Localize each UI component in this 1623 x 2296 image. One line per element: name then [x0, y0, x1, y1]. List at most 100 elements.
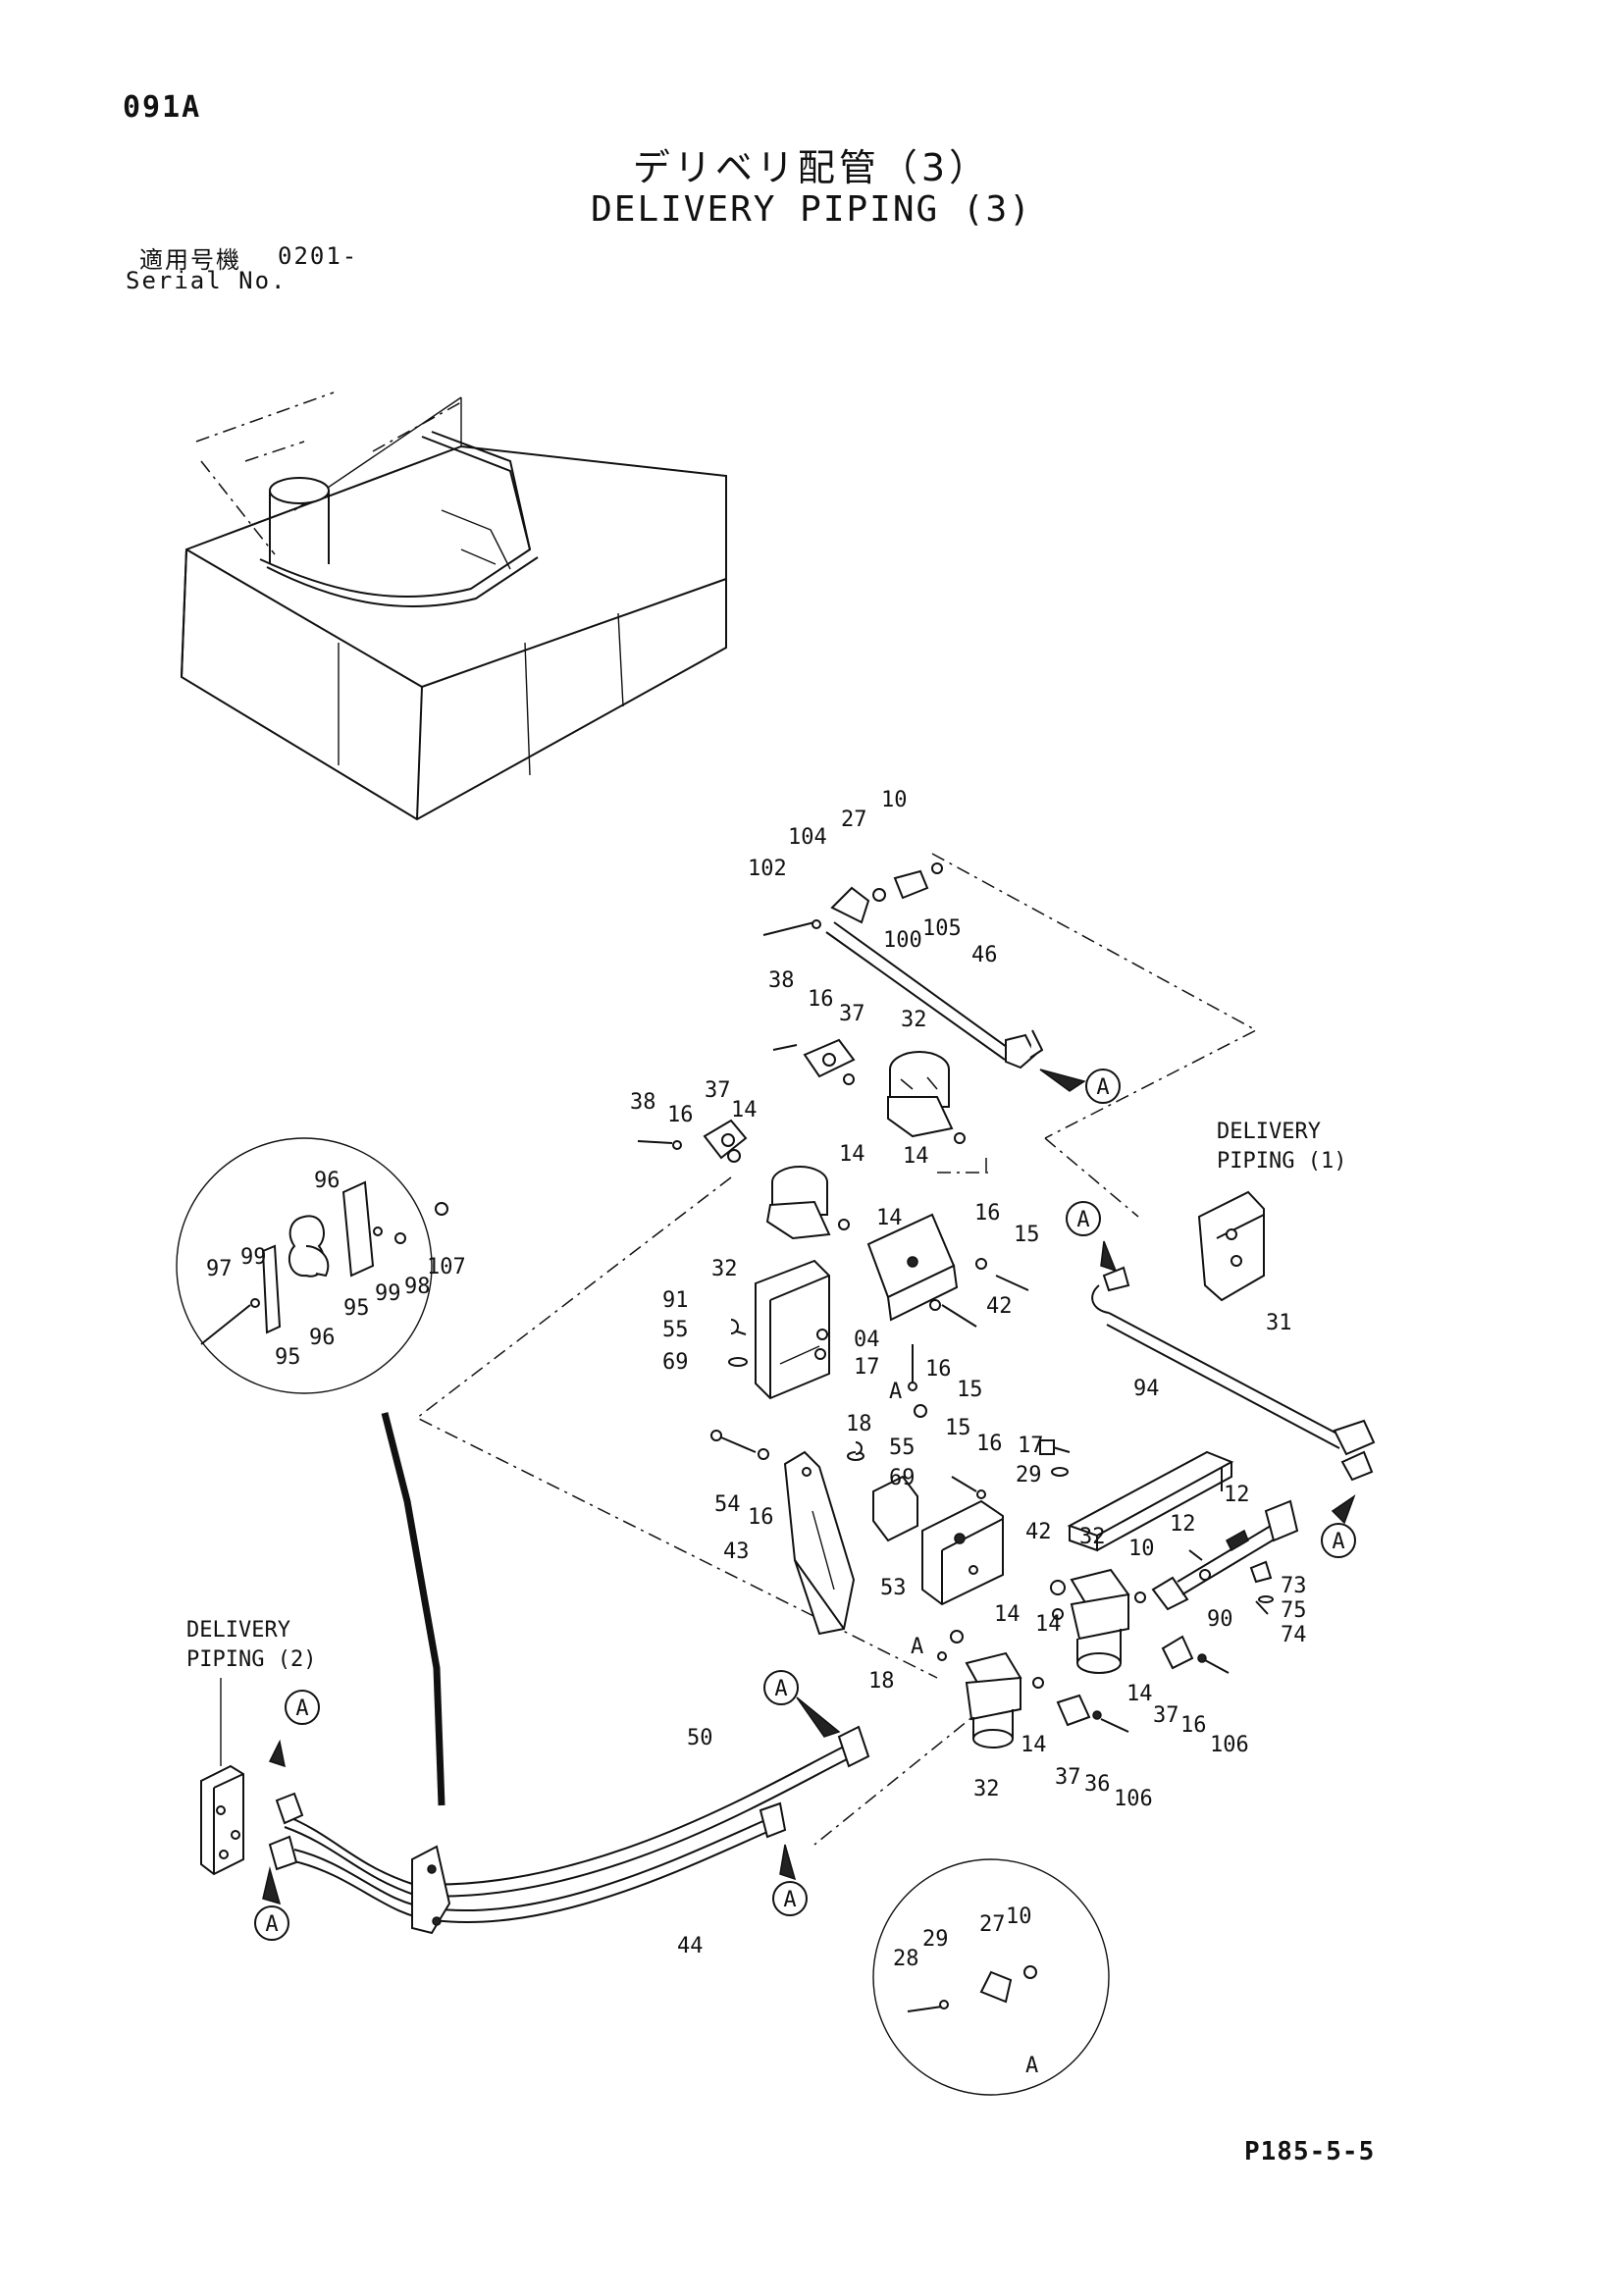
part-callout: 37 — [839, 1002, 865, 1026]
part-callout: 16 — [925, 1357, 952, 1382]
part-callout: 31 — [1266, 1311, 1292, 1335]
part-callout: 32 — [973, 1777, 1000, 1801]
part-callout: 104 — [788, 825, 827, 850]
part-callout: 69 — [662, 1350, 689, 1375]
part-callout: 16 — [974, 1201, 1001, 1226]
part-callout: 99 — [240, 1245, 267, 1270]
part-callout: 29 — [922, 1927, 949, 1952]
part-callout: 14 — [903, 1144, 929, 1169]
rail-94-pipe-90 — [1039, 1439, 1299, 1615]
part-callout: 96 — [309, 1326, 336, 1350]
part-callout: 14 — [994, 1602, 1021, 1627]
part-callout: 04 — [854, 1328, 880, 1352]
ref-a-marker: A — [285, 1690, 320, 1725]
part-callout: 32 — [901, 1008, 927, 1032]
part-callouts: 10 104 27 102 100 105 46 38 16 37 32 38 … — [206, 788, 1307, 2078]
part-callout: 27 — [841, 808, 867, 832]
part-callout: 37 — [1055, 1765, 1081, 1790]
page-code: P185-5-5 — [1244, 2137, 1376, 2166]
hose-50-44-assembly — [200, 1412, 870, 1935]
part-callout: 14 — [731, 1098, 758, 1122]
part-callout: 12 — [1224, 1483, 1250, 1507]
part-callout: 43 — [723, 1539, 750, 1564]
part-callout: 38 — [768, 968, 795, 993]
valve-32-left-assembly — [415, 1119, 1029, 1846]
part-callout: 44 — [677, 1934, 704, 1958]
part-callout: 94 — [1133, 1377, 1160, 1401]
part-callout: 17 — [1018, 1434, 1044, 1458]
part-callout: 96 — [314, 1169, 340, 1193]
part-callout: 97 — [206, 1257, 233, 1281]
detail-circle-clamp — [176, 1137, 448, 1394]
part-callout: 105 — [922, 916, 962, 941]
part-callout: 102 — [748, 857, 787, 881]
pipe-31-assembly — [1091, 1190, 1376, 1482]
part-callout: 74 — [1281, 1623, 1307, 1647]
svg-text:A: A — [783, 1888, 796, 1912]
part-callout: 16 — [1180, 1713, 1207, 1738]
part-callout: 95 — [343, 1296, 370, 1321]
part-callout: 16 — [976, 1432, 1003, 1456]
serial-label-japanese: 適用号機 — [139, 246, 241, 274]
part-callout: A — [1025, 2054, 1038, 2078]
svg-text:A: A — [1096, 1075, 1109, 1100]
part-callout: A — [889, 1380, 902, 1404]
part-callout: 53 — [880, 1576, 907, 1600]
part-callout: 16 — [808, 987, 834, 1012]
ref-a-marker: A — [772, 1881, 808, 1916]
ref-a-marker: A — [763, 1670, 799, 1705]
part-callout: 91 — [662, 1288, 689, 1313]
part-callout: 14 — [1126, 1682, 1153, 1706]
part-callout: 10 — [881, 788, 908, 812]
part-callout: 38 — [630, 1090, 656, 1115]
part-callout: 17 — [854, 1355, 880, 1380]
serial-label-english: Serial No. — [126, 267, 288, 294]
title-japanese: デリベリ配管（3） — [632, 146, 991, 189]
ref-a-marker: A — [1066, 1201, 1101, 1236]
ref-a-marker: A — [1085, 1069, 1121, 1104]
part-callout: 46 — [971, 943, 998, 967]
part-callout: 10 — [1006, 1905, 1032, 1929]
ref-a-marker: A — [254, 1905, 289, 1941]
ref-a-marker: A — [1321, 1523, 1356, 1558]
delivery-piping-2-label: DELIVERY PIPING (2) — [186, 1618, 316, 1766]
part-callout: 28 — [893, 1947, 919, 1971]
part-callout: 16 — [667, 1103, 694, 1127]
part-callout: 99 — [375, 1281, 401, 1306]
part-callout: 69 — [889, 1466, 916, 1490]
page-id: 091A — [123, 90, 202, 125]
svg-text:A: A — [774, 1677, 787, 1701]
part-callout: 55 — [889, 1435, 916, 1460]
part-callout: 50 — [687, 1726, 713, 1750]
serial-value: 0201- — [278, 242, 359, 270]
part-callout: 42 — [986, 1294, 1013, 1319]
part-callout: 106 — [1210, 1733, 1249, 1757]
part-callout: 54 — [714, 1492, 741, 1517]
part-callout: 37 — [705, 1078, 731, 1103]
part-callout: 18 — [868, 1669, 895, 1694]
part-callout: 18 — [846, 1412, 872, 1436]
svg-text:DELIVERY: DELIVERY — [1217, 1120, 1321, 1144]
part-callout: 100 — [883, 928, 922, 953]
part-callout: 107 — [427, 1255, 466, 1279]
svg-text:A: A — [1076, 1208, 1089, 1232]
bracket-91 — [728, 1259, 830, 1400]
title-english: DELIVERY PIPING (3) — [591, 189, 1032, 230]
part-callout: 15 — [945, 1416, 971, 1440]
lower-valves-assembly — [937, 1568, 1230, 1748]
part-callout: 95 — [275, 1345, 301, 1370]
part-callout: 55 — [662, 1318, 689, 1342]
part-callout: 14 — [839, 1142, 865, 1167]
part-callout: 16 — [748, 1505, 774, 1530]
svg-text:DELIVERY: DELIVERY — [186, 1618, 290, 1643]
part-callout: 106 — [1114, 1787, 1153, 1811]
ref-markers: A A A A A A A — [254, 1069, 1356, 1941]
part-callout: 75 — [1281, 1598, 1307, 1623]
svg-text:PIPING (1): PIPING (1) — [1217, 1149, 1346, 1174]
part-callout: 37 — [1153, 1703, 1179, 1728]
part-callout: 15 — [957, 1378, 983, 1402]
pipe-46-assembly — [762, 853, 1258, 1218]
svg-text:A: A — [295, 1696, 308, 1721]
part-callout: 14 — [876, 1206, 903, 1230]
part-callout: A — [911, 1635, 923, 1659]
